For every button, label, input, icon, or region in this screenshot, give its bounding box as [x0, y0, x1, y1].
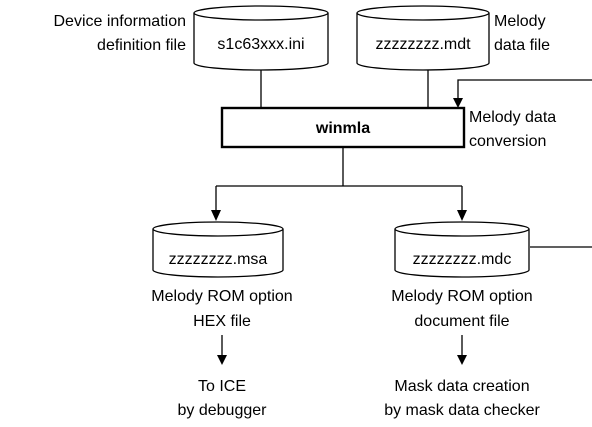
msa-file-filename: zzzzzzzz.msa: [169, 251, 268, 268]
melody-file-filename: zzzzzzzz.mdt: [375, 36, 471, 53]
winmla-description-line-2: conversion: [469, 133, 546, 150]
winmla-box-frame: [220, 106, 466, 149]
melody-file-cylinder-body: [356, 13, 490, 71]
melody-file-label-line-1: Melody: [494, 13, 546, 30]
to-mdc-arrowhead: [457, 210, 467, 221]
msa-file-cylinder-top: [152, 221, 284, 237]
winmla-label: winmla: [315, 120, 370, 137]
device-file-filename: s1c63xxx.ini: [217, 36, 304, 53]
winmla-description-line-1: Melody data: [469, 109, 556, 126]
device-file-label-line-2: definition file: [97, 37, 186, 54]
mdc-file-filename: zzzzzzzz.mdc: [413, 251, 512, 268]
msa-file-cylinder: zzzzzzzz.msa: [152, 221, 284, 278]
mdc-destination-line-1: Mask data creation: [394, 378, 529, 395]
device-file-cylinder-body: [193, 13, 329, 71]
melody-file-cylinder-top: [356, 5, 490, 21]
device-file-cylinder-top: [193, 5, 329, 21]
msa-file-label-line-1: Melody ROM option: [151, 288, 292, 305]
feedback-in-line: [457, 79, 592, 99]
msa-destination-line-1: To ICE: [198, 378, 246, 395]
mdc-file-label-line-1: Melody ROM option: [391, 288, 532, 305]
winmla-box: winmla: [220, 106, 466, 149]
msa-destination-line-2: by debugger: [178, 402, 268, 419]
msa-file-cylinder-body: [152, 229, 284, 278]
mdc-file-cylinder-body: [394, 229, 530, 278]
melody-file-cylinder: zzzzzzzz.mdt: [356, 5, 490, 71]
melody-file-label-line-2: data file: [494, 37, 550, 54]
mdc-file-label-line-2: document file: [414, 313, 509, 330]
mdc-file-cylinder-top: [394, 221, 530, 237]
mdc-destination-line-2: by mask data checker: [384, 402, 540, 419]
device-file-cylinder: s1c63xxx.ini: [193, 5, 329, 71]
mdc-down-arrowhead: [457, 355, 467, 365]
mdc-file-cylinder: zzzzzzzz.mdc: [394, 221, 530, 278]
to-msa-arrowhead: [211, 210, 221, 221]
msa-file-label-line-2: HEX file: [193, 313, 251, 330]
device-file-label-line-1: Device information: [54, 13, 187, 30]
msa-down-arrowhead: [217, 355, 227, 365]
connector-lines: [211, 70, 592, 365]
feedback-arrowhead: [453, 98, 463, 108]
